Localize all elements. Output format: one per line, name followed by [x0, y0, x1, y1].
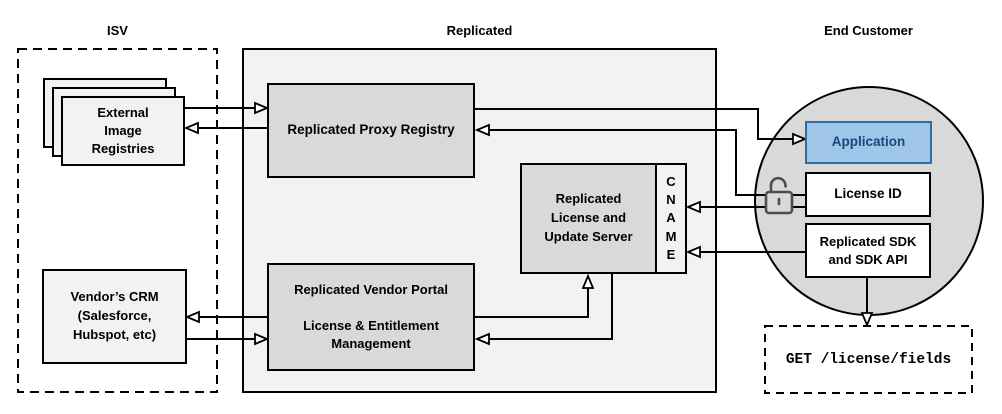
replicated-vendor-portal-node: Replicated Vendor Portal License & Entit… — [267, 263, 475, 371]
arrow-registries-to-proxy — [185, 101, 270, 115]
arrow-portal-to-crm — [184, 310, 267, 324]
arrow-crm-to-portal — [187, 332, 270, 346]
arrow-portal-to-server — [475, 273, 595, 318]
arrow-server-to-portal — [474, 274, 613, 346]
license-id-node: License ID — [805, 172, 931, 217]
open-padlock-icon — [764, 176, 794, 215]
vendor-crm-node: Vendor’s CRM (Salesforce, Hubspot, etc) — [42, 269, 187, 364]
cname-strip: C N A M E — [655, 163, 687, 274]
arrow-proxy-to-registries — [183, 121, 267, 135]
external-image-registries-node: External Image Registries — [61, 96, 185, 166]
arrow-proxy-to-application — [475, 108, 808, 146]
arrow-sdk-to-cname — [685, 245, 805, 259]
isv-region-label: ISV — [107, 22, 128, 38]
arrow-sdk-to-get-request — [860, 278, 874, 328]
end-customer-region-label: End Customer — [824, 22, 913, 38]
get-request-dashed-box — [764, 325, 973, 394]
replicated-proxy-registry-node: Replicated Proxy Registry — [267, 83, 475, 178]
license-update-server-node: Replicated License and Update Server — [520, 163, 657, 274]
replicated-sdk-node: Replicated SDK and SDK API — [805, 223, 931, 278]
get-license-fields-text: GET /license/fields — [785, 351, 952, 368]
replicated-region-label: Replicated — [446, 22, 513, 38]
application-node: Application — [805, 121, 932, 164]
